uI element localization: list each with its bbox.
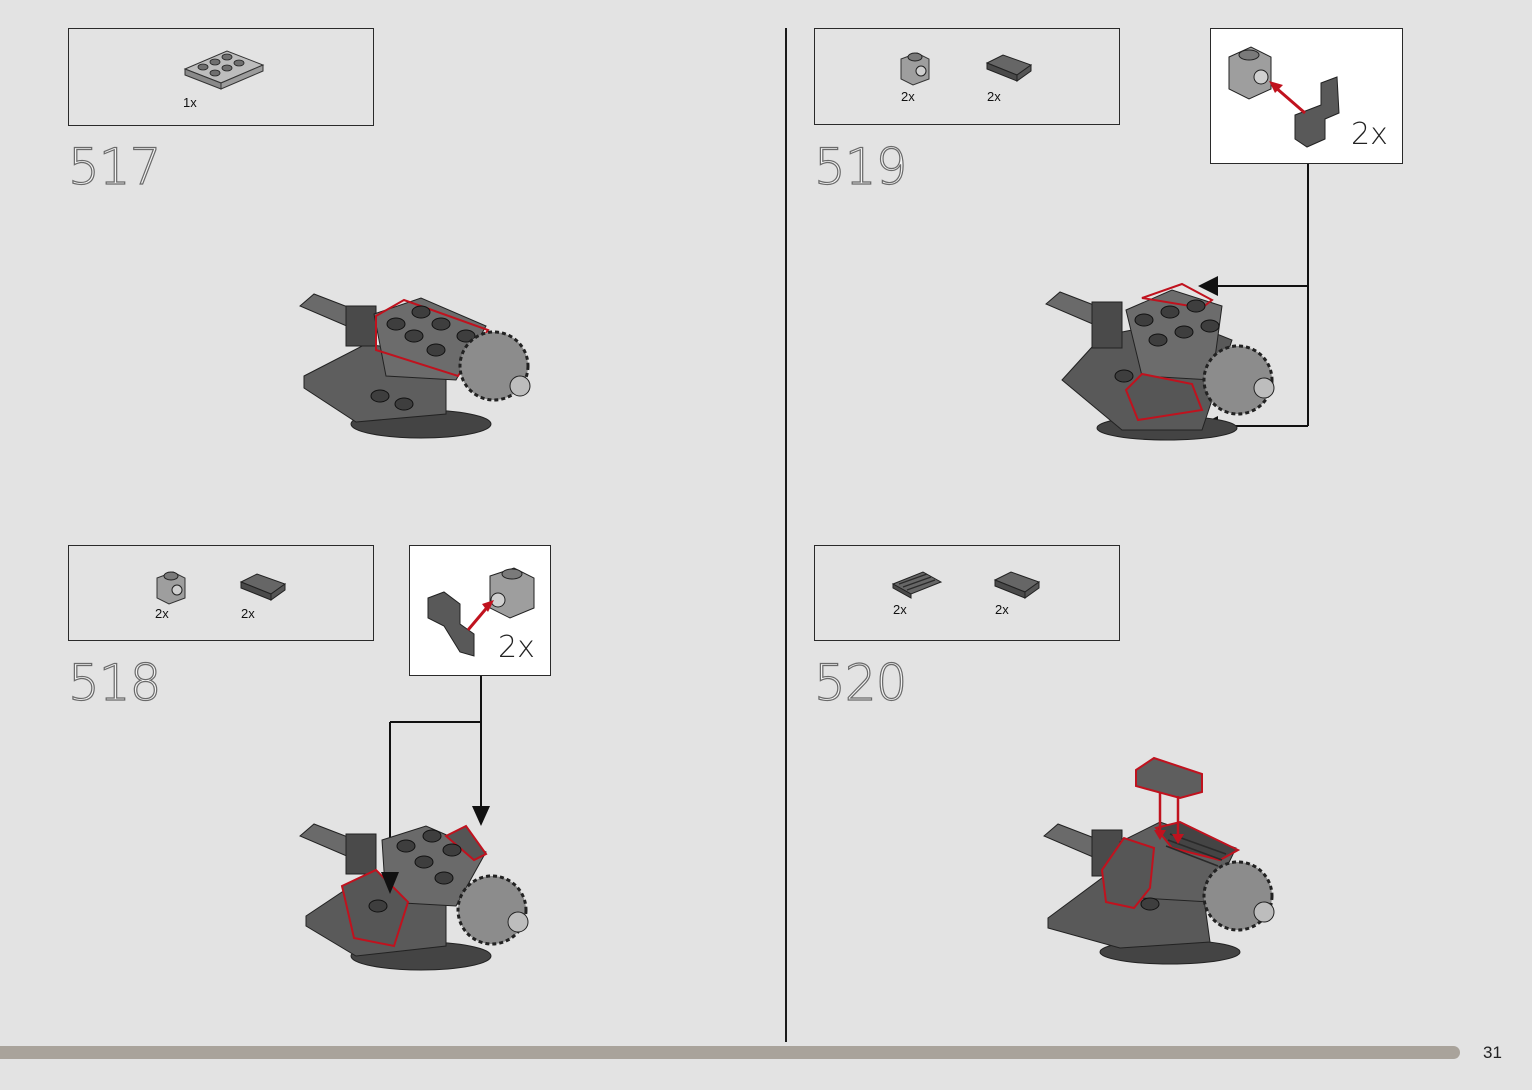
wedge-plate-dark-gray-icon xyxy=(237,570,291,606)
part-qty: 2x xyxy=(987,89,1001,104)
wedge-plate-dark-gray-icon xyxy=(983,51,1037,87)
part-qty: 2x xyxy=(241,606,255,621)
parts-list-517: 1x xyxy=(68,28,374,126)
step-number: 519 xyxy=(814,142,906,192)
step-number: 517 xyxy=(68,142,160,192)
assembly-illustration-517 xyxy=(296,284,536,444)
part-qty: 2x xyxy=(995,602,1009,617)
assembly-illustration-520 xyxy=(1040,752,1290,972)
wedge-plate-dark-gray-icon xyxy=(991,568,1045,604)
grille-tile-dark-gray-icon xyxy=(889,568,945,602)
sub-assembly-callout-518: 2x xyxy=(409,545,551,676)
sub-assembly-callout-519: 2x xyxy=(1210,28,1403,164)
assembly-illustration-519 xyxy=(1042,280,1282,450)
page-number: 31 xyxy=(1483,1043,1502,1063)
part-qty: 2x xyxy=(901,89,915,104)
part-qty: 1x xyxy=(183,95,197,110)
assembly-illustration-518 xyxy=(296,806,536,976)
brick-1x1-stud-side-icon xyxy=(895,47,935,87)
part-qty: 2x xyxy=(155,606,169,621)
progress-bar xyxy=(0,1046,1460,1059)
parts-list-519: 2x 2x xyxy=(814,28,1120,125)
placement-arrow xyxy=(378,872,402,902)
callout-qty: 2x xyxy=(1351,117,1388,152)
sub-assembly-illustration xyxy=(1225,43,1365,153)
step-number: 518 xyxy=(68,658,160,708)
parts-list-520: 2x 2x xyxy=(814,545,1120,641)
page-divider xyxy=(785,28,787,1042)
parts-list-518: 2x 2x xyxy=(68,545,374,641)
plate-2x3-light-gray-icon xyxy=(181,43,271,93)
step-number: 520 xyxy=(814,658,906,708)
brick-1x1-stud-side-icon xyxy=(151,566,191,606)
part-qty: 2x xyxy=(893,602,907,617)
callout-qty: 2x xyxy=(498,630,535,665)
